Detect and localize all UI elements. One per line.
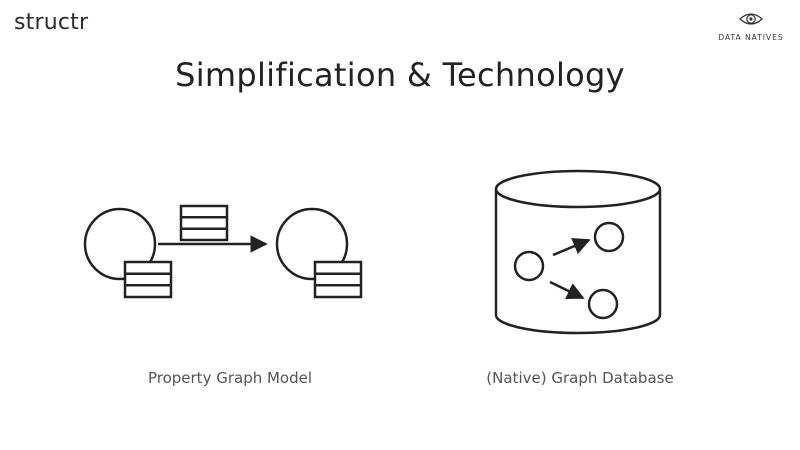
node-circle-icon: [275, 207, 349, 281]
relationship-arrow-icon: [552, 237, 591, 257]
partner-logo: DATA NATIVES: [712, 10, 790, 42]
node-circle-icon: [593, 221, 625, 253]
node-circle-icon: [587, 288, 619, 320]
node-circle-icon: [83, 207, 157, 281]
right-diagram-caption: (Native) Graph Database: [486, 369, 674, 387]
relationship-arrow-icon: [549, 280, 585, 300]
eye-icon: [739, 13, 763, 25]
node-circle-icon: [513, 250, 545, 282]
property-graph-model-diagram: [83, 204, 363, 299]
relationship-property-table-icon: [179, 204, 229, 242]
left-diagram-caption: Property Graph Model: [147, 369, 313, 387]
native-graph-database-diagram: [494, 169, 662, 335]
slide-title: Simplification & Technology: [175, 56, 625, 94]
partner-name: DATA NATIVES: [718, 33, 784, 42]
property-table-icon: [313, 260, 363, 299]
property-table-icon: [123, 260, 173, 299]
database-cylinder-icon: [494, 169, 662, 335]
structr-logo: structr: [14, 10, 89, 35]
